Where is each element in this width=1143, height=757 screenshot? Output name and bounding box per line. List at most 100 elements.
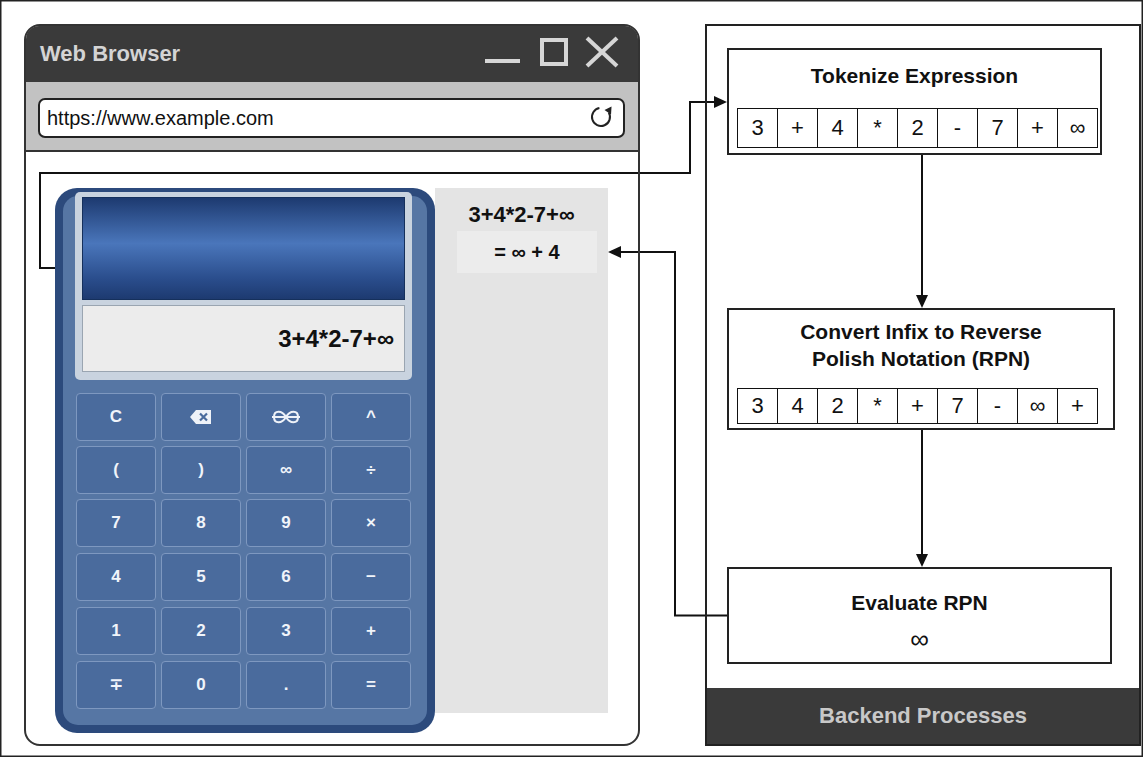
calculator-key: 4 (76, 553, 156, 601)
window-controls-part (542, 40, 566, 64)
key-label: 7 (77, 500, 155, 546)
calculator-key: ( (76, 446, 156, 494)
calculator-key: ^ (331, 393, 411, 441)
button-icon-part (272, 416, 300, 418)
calculator-key: ∞ (246, 446, 326, 494)
key-label: 5 (162, 554, 240, 600)
reload-icon (585, 102, 617, 134)
token-cell: 3 (737, 108, 778, 148)
token-cell: + (777, 108, 818, 148)
window-title: Web Browser (40, 26, 340, 82)
address-bar: https://www.example.com (38, 98, 625, 138)
key-label: = (332, 662, 410, 708)
window-controls-part (485, 59, 520, 63)
process-title: Tokenize Expression (729, 62, 1100, 90)
calculator-key: ÷ (331, 446, 411, 494)
button-icon-part (200, 414, 207, 421)
calculator-key: = (331, 661, 411, 709)
calculator: 3+4*2-7+∞ C ^ ()∞÷ 789× 456− 123+ ∓0.= (55, 188, 435, 733)
connector (916, 155, 928, 308)
token-cell: 2 (897, 108, 938, 148)
button-icon-part (190, 410, 211, 424)
token-cell: ∞ (1017, 388, 1058, 424)
key-label: 4 (77, 554, 155, 600)
calculator-key: ) (161, 446, 241, 494)
key-label: 3 (247, 608, 325, 654)
process-result: ∞ (729, 623, 1110, 655)
calculator-key: C (76, 393, 156, 441)
process-title: Convert Infix to Reverse Polish Notation… (766, 318, 1076, 374)
token-cell: - (977, 388, 1018, 424)
key-label: 2 (162, 608, 240, 654)
calculator-key: 1 (76, 607, 156, 655)
arrow-head (714, 96, 727, 108)
result-panel: 3+4*2-7+∞= ∞ + 4 (435, 188, 608, 713)
key-label: 0 (162, 662, 240, 708)
icon-button (246, 393, 326, 441)
token-cell: 7 (937, 388, 978, 424)
reload-icon-part (605, 107, 612, 115)
result-text: = ∞ + 4 (457, 231, 597, 273)
calculator-key: 9 (246, 499, 326, 547)
key-label: × (332, 500, 410, 546)
calculator-key: 2 (161, 607, 241, 655)
token-cell: * (857, 388, 898, 424)
key-label: 6 (247, 554, 325, 600)
arrow-head (916, 295, 928, 308)
calculator-key: − (331, 553, 411, 601)
button-icon (247, 394, 325, 440)
token-cell: + (1057, 388, 1098, 424)
calculator-key: × (331, 499, 411, 547)
window-controls-part (587, 38, 617, 66)
token-cell: 7 (977, 108, 1018, 148)
key-label: . (247, 662, 325, 708)
key-label: ( (77, 447, 155, 493)
key-label: + (332, 608, 410, 654)
key-label: 9 (247, 500, 325, 546)
token-cell: 4 (777, 388, 818, 424)
key-label: ÷ (332, 447, 410, 493)
icon-button (161, 393, 241, 441)
connector (916, 430, 928, 567)
key-label: ) (162, 447, 240, 493)
key-label: ∞ (247, 447, 325, 493)
calculator-key: 3 (246, 607, 326, 655)
calculator-key: 6 (246, 553, 326, 601)
calculator-key: 0 (161, 661, 241, 709)
calculator-key: 5 (161, 553, 241, 601)
arrow-head (916, 554, 928, 567)
token-cell: + (1017, 108, 1058, 148)
window-controls-part (587, 38, 617, 66)
calculator-key: 8 (161, 499, 241, 547)
calculator-key: ∓ (76, 661, 156, 709)
connector (608, 246, 727, 616)
token-cell: ∞ (1057, 108, 1098, 148)
key-label: 1 (77, 608, 155, 654)
browser-window: Web Browser https://www.example.com 3+4*2-… (24, 24, 640, 746)
key-label: C (77, 394, 155, 440)
connector-line (621, 252, 727, 616)
token-cell: 3 (737, 388, 778, 424)
connector-line (921, 430, 923, 554)
key-label: ^ (332, 394, 410, 440)
token-cell: * (857, 108, 898, 148)
url-text: https://www.example.com (47, 100, 547, 136)
process-title: Evaluate RPN (729, 589, 1110, 617)
key-label: ∓ (77, 662, 155, 708)
calculator-key: . (246, 661, 326, 709)
key-label: 8 (162, 500, 240, 546)
button-icon (162, 394, 240, 440)
token-cell: 2 (817, 388, 858, 424)
key-label: − (332, 554, 410, 600)
token-cell: + (897, 388, 938, 424)
token-cell: - (937, 108, 978, 148)
connector-line (921, 155, 923, 295)
arrow-head (608, 246, 621, 258)
panel-title: Backend Processes (707, 688, 1139, 744)
calculator-display: 3+4*2-7+∞ (82, 305, 405, 372)
calculator-key: 7 (76, 499, 156, 547)
process-box: Evaluate RPN ∞ (727, 567, 1112, 664)
expression-echo: 3+4*2-7+∞ (435, 200, 608, 230)
